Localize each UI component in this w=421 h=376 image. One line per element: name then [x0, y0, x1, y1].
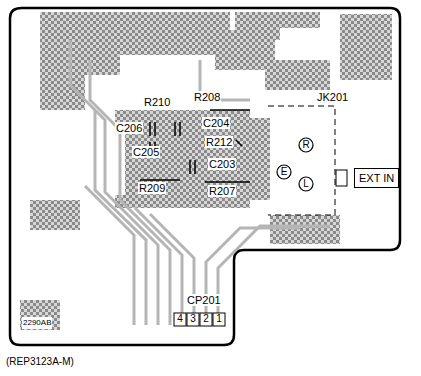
- connector-square: [336, 170, 347, 186]
- part-label: JK201: [316, 91, 349, 103]
- traces: [70, 40, 330, 325]
- board-outline: [10, 8, 400, 345]
- pin-label: L: [302, 178, 310, 190]
- part-label: R207: [208, 185, 236, 197]
- jack-outline: [268, 106, 335, 215]
- part-label: C204: [202, 117, 230, 129]
- pin-number: 4: [176, 313, 184, 325]
- copper-areas: [20, 12, 392, 330]
- part-label: CP201: [186, 294, 222, 306]
- part-label: R209: [138, 182, 166, 194]
- pin-number: 2: [202, 313, 210, 325]
- input-label-box: EXT IN: [354, 168, 399, 188]
- part-label: R212: [205, 136, 233, 148]
- pin-label: E: [280, 166, 289, 178]
- connector-pads: [174, 313, 225, 326]
- jack-pins: [277, 138, 313, 191]
- part-label: C205: [132, 146, 160, 158]
- drawing-code: (REP3123A-M): [6, 356, 74, 367]
- node-text: EXT IN: [359, 172, 394, 184]
- board-code: 2290AB: [22, 317, 52, 329]
- part-label: C203: [208, 158, 236, 170]
- pin-number: 1: [215, 313, 223, 325]
- pin-label: R: [301, 139, 310, 151]
- part-label: R208: [193, 91, 221, 103]
- part-label: R210: [143, 96, 171, 108]
- part-label: C206: [115, 122, 143, 134]
- pin-number: 3: [189, 313, 197, 325]
